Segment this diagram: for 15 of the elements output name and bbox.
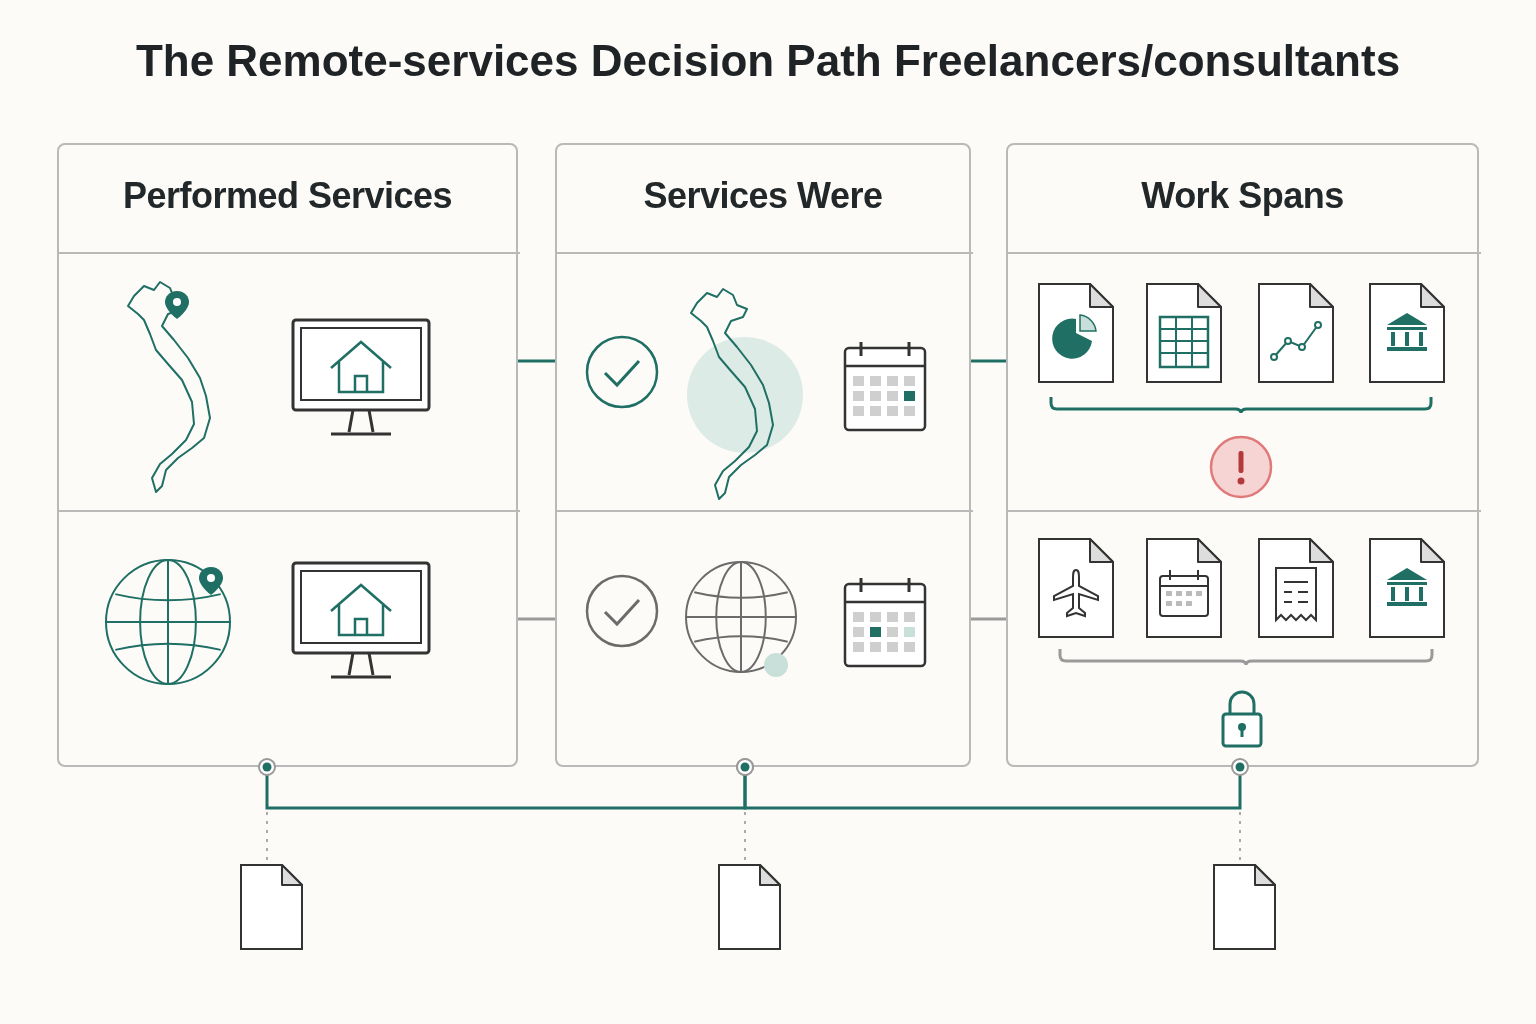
connector-line [518,617,555,621]
connector-line [518,359,555,363]
panel-heading: Performed Services [121,175,454,217]
panel-heading: Work Spans [1140,175,1345,217]
connector-line [971,359,1006,363]
column-panel [1006,143,1479,767]
document-icon [1213,864,1276,950]
column-panel [57,143,518,767]
diagram-title: The Remote-services Decision Path Freelancers/consultants [134,36,1402,86]
panel-heading: Services Were [642,175,884,217]
document-icon [718,864,781,950]
column-panel [555,143,971,767]
document-icon [240,864,303,950]
connector-line [736,758,1249,810]
connector-line [971,617,1006,621]
